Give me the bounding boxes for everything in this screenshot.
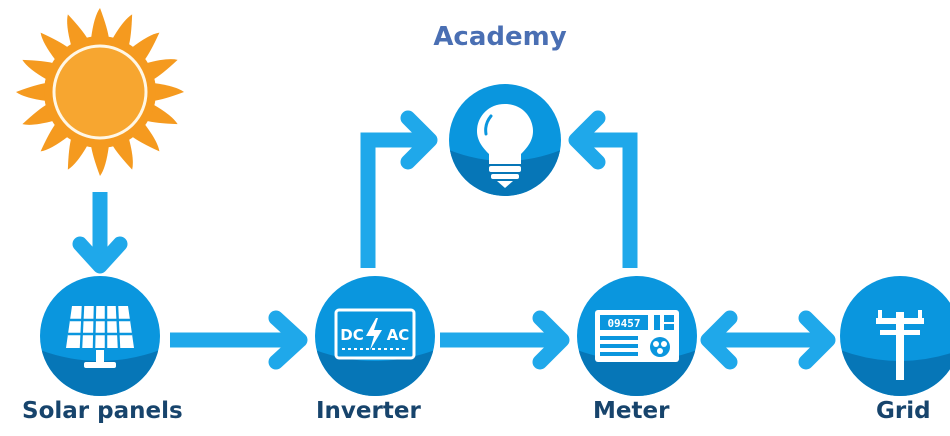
- meter-node: 09457: [577, 276, 697, 396]
- meter-label: Meter: [593, 398, 670, 424]
- sun-ray: [145, 104, 178, 125]
- grid-node: [840, 276, 950, 396]
- sun-ray: [112, 137, 133, 170]
- lightning-bolt-icon: [366, 318, 382, 350]
- arrow-meter-to-lightbulb: [580, 132, 638, 268]
- sun-icon: [16, 8, 184, 176]
- solar-panels-label: Solar panels: [22, 398, 183, 424]
- inverter-label: Inverter: [316, 398, 421, 424]
- inverter-node: DC AC: [315, 276, 435, 396]
- sun-ray: [153, 83, 184, 101]
- sun-ray: [91, 145, 109, 176]
- inverter-icon: DC AC: [334, 308, 416, 360]
- sun-ray: [145, 59, 178, 80]
- sun-ray: [67, 137, 88, 170]
- sun-ray: [22, 104, 55, 125]
- power-pole-icon: [876, 310, 924, 380]
- inverter-dc-text: DC: [340, 326, 363, 344]
- solar-panels-node: [40, 276, 160, 396]
- sun-ray: [16, 83, 47, 101]
- arrowheads: [72, 110, 836, 370]
- meter-display-value: 09457: [607, 317, 640, 330]
- diagram-title: Academy: [433, 22, 567, 52]
- meter-icon: 09457: [595, 310, 679, 362]
- grid-label: Grid: [876, 398, 931, 424]
- arrow-inverter-to-lightbulb: [360, 132, 425, 268]
- sun-ray: [112, 14, 133, 47]
- solar-panel-icon: [66, 305, 134, 368]
- lightbulb-node: [449, 84, 561, 196]
- sun-ray: [22, 59, 55, 80]
- inverter-ac-text: AC: [387, 326, 410, 344]
- sun-ray: [91, 8, 109, 39]
- lightbulb-icon: [477, 104, 533, 188]
- sun-ray: [67, 14, 88, 47]
